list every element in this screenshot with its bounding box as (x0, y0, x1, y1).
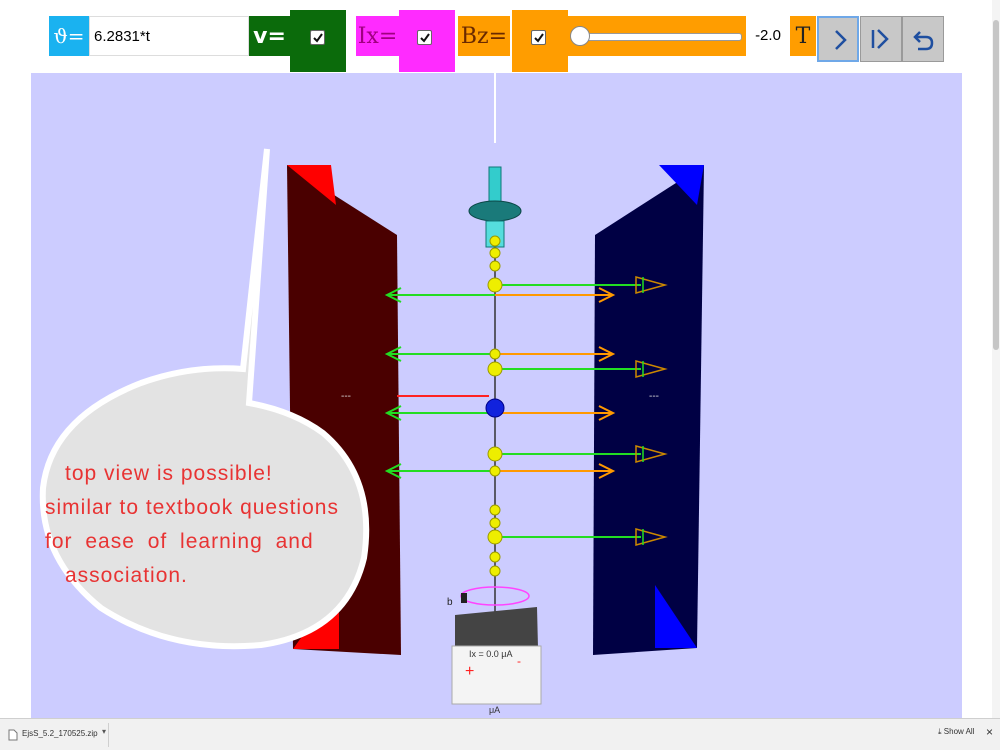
coil-terminal (461, 593, 467, 603)
check-icon (313, 33, 323, 43)
download-item[interactable]: EjsS_5.2_170525.zip ▾ (4, 723, 109, 747)
t-label: T (790, 16, 816, 56)
bz-checkbox-box[interactable] (512, 10, 568, 72)
right-plate (593, 165, 704, 655)
scrollbar-thumb[interactable] (993, 20, 999, 350)
meter-body (451, 645, 542, 705)
v-label: v= (249, 16, 290, 56)
slider-track (578, 33, 742, 41)
close-icon[interactable]: × (986, 725, 994, 739)
chevron-down-icon[interactable]: ▾ (102, 727, 107, 736)
reset-button[interactable] (902, 16, 944, 62)
check-icon (534, 33, 544, 43)
step-forward-button[interactable] (860, 16, 902, 62)
force-cones (635, 276, 668, 546)
left-plate-corner-top (287, 165, 336, 205)
right-plate-corner-top (659, 165, 704, 205)
v-checkbox-box[interactable] (290, 10, 346, 72)
right-plate-mark: --- (649, 391, 659, 402)
play-icon (835, 30, 847, 50)
v-checkbox[interactable] (310, 30, 325, 45)
callout-line-2: similar to textbook questions (45, 496, 339, 519)
show-all-button[interactable]: ⤓ Show All (938, 727, 974, 737)
theta-label: ϑ= (49, 16, 89, 56)
download-bar: EjsS_5.2_170525.zip ▾ ⤓ Show All × (0, 718, 1000, 750)
ix-label: Ix= (356, 16, 399, 56)
check-icon (420, 33, 430, 43)
show-all-label: Show All (943, 727, 975, 736)
callout-line-1: top view is possible! (65, 462, 273, 485)
callout-line-3: for ease of learning and (45, 530, 314, 553)
callout-line-4: association. (65, 564, 188, 587)
ix-checkbox-box[interactable] (399, 10, 455, 72)
scene-drawing: --- --- (39, 73, 704, 715)
bz-label: Bz= (458, 16, 510, 56)
left-plate-mark: --- (341, 391, 351, 402)
callout-text: top view is possible! similar to textboo… (45, 457, 345, 593)
center-charge (485, 398, 505, 418)
meter-top (455, 607, 538, 651)
green-arrows (384, 284, 641, 538)
file-icon (8, 729, 18, 741)
right-plate-corner-bottom (655, 585, 697, 648)
ix-checkbox[interactable] (417, 30, 432, 45)
slider-value[interactable]: -2.0 (746, 16, 790, 56)
meter-b-label: b (447, 597, 453, 608)
theta-input[interactable]: 6.2831*t (89, 16, 249, 56)
meter-plus: + (465, 663, 474, 680)
orange-arrows (495, 287, 616, 479)
download-file-name: EjsS_5.2_170525.zip (22, 729, 98, 738)
charges (487, 235, 503, 577)
slider-handle[interactable] (570, 26, 590, 46)
step-forward-icon (871, 29, 889, 49)
bz-checkbox[interactable] (531, 30, 546, 45)
page-scrollbar[interactable] (992, 0, 1000, 718)
simulation-view[interactable]: --- --- (31, 73, 962, 718)
download-icon: ⤓ (938, 727, 942, 736)
meter-unit: μA (489, 705, 500, 715)
play-button[interactable] (817, 16, 859, 62)
t-slider[interactable] (568, 16, 746, 56)
holder-disk (468, 200, 522, 222)
meter-minus: - (517, 654, 521, 668)
speech-callout (39, 148, 370, 650)
reset-icon (913, 31, 934, 51)
meter-reading: Ix = 0.0 μA (469, 649, 512, 659)
